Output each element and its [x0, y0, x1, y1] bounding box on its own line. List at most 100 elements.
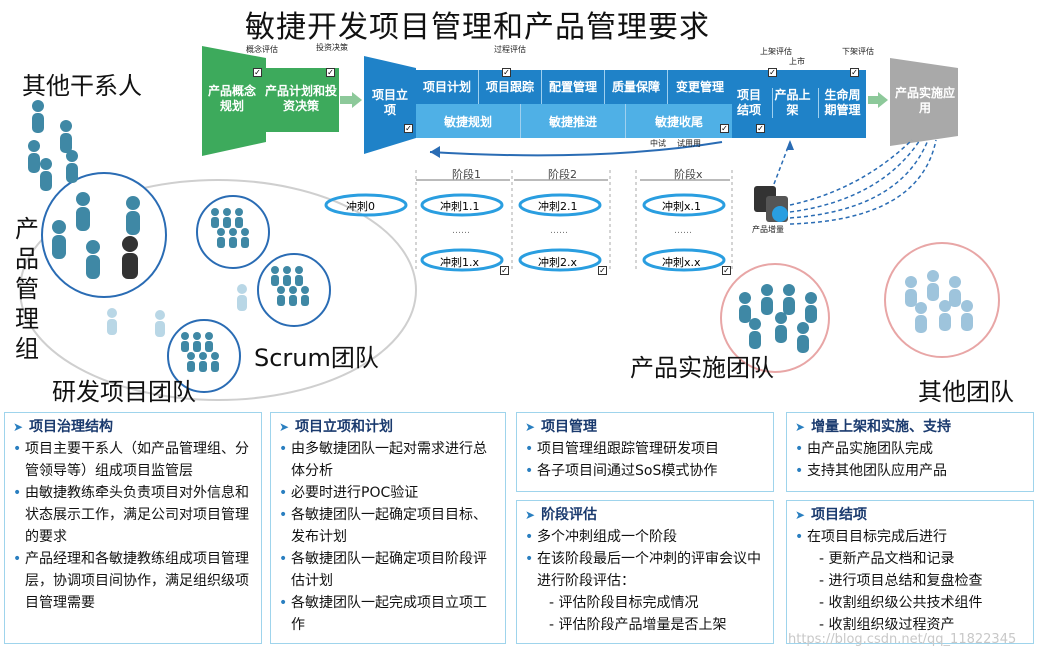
list-item: 在项目目标完成后进行 — [795, 526, 1027, 548]
stage-1-label: 阶段1 — [452, 168, 481, 181]
sprint-1-x: 冲刺1.x — [440, 256, 480, 269]
marker-pilot: 试用用 — [677, 139, 701, 148]
panel-title: 项目立项和计划 — [295, 419, 394, 435]
chevron-right-icon: ➤ — [525, 420, 536, 434]
ellipsis: …… — [674, 226, 692, 236]
panel-initiation: ➤项目立项和计划 由多敏捷团队一起对需求进行总体分析 必要时进行POC验证 各敏… — [270, 412, 506, 644]
sprint-1-1: 冲刺1.1 — [440, 200, 480, 213]
list-item: 项目管理组跟踪管理研发项目 — [525, 438, 767, 460]
marker-concept-eval: 概念评估 — [246, 45, 278, 54]
panel-management: ➤ 项目管理 项目管理组跟踪管理研发项目 各子项目间通过SoS模式协作 — [516, 412, 774, 492]
checkbox-icon: ✓ — [502, 68, 511, 77]
chevron-right-icon: ➤ — [279, 420, 290, 434]
checkbox-icon: ✓ — [720, 124, 729, 133]
checkbox-icon: ✓ — [768, 68, 777, 77]
launch-label: 产品上架 — [772, 88, 812, 118]
panel-title: 项目结项 — [811, 507, 868, 523]
checkbox-icon: ✓ — [722, 266, 731, 275]
checkbox-icon: ✓ — [326, 68, 335, 77]
closing-label: 项目结项 — [736, 88, 761, 117]
lifecycle-label: 生命周期管理 — [818, 88, 866, 118]
product-mgmt-group-label: 产 品 管 理 组 — [15, 215, 39, 363]
concept-shape — [202, 46, 266, 156]
sub-item: - 收割组织级公共技术组件 — [819, 595, 983, 611]
scrum-team-label: Scrum团队 — [254, 344, 379, 372]
sub-item: - 评估阶段产品增量是否上架 — [549, 617, 727, 633]
agile-wrapup: 敏捷收尾 — [626, 104, 732, 138]
concept-label: 产品概念规划 — [207, 84, 256, 113]
application-shape — [890, 58, 958, 146]
page-title: 敏捷开发项目管理和产品管理要求 — [245, 10, 710, 45]
panel-governance: ➤ 项目治理结构 项目主要干系人（如产品管理组、分管领导等）组成项目监管层 由敏捷… — [4, 412, 262, 644]
sub-item: - 更新产品文档和记录 — [819, 551, 955, 567]
checkbox-icon: ✓ — [253, 68, 262, 77]
panel-title: 项目管理 — [541, 419, 598, 435]
list-item: 各子项目间通过SoS模式协作 — [525, 460, 767, 482]
diagram-graphics — [19, 46, 1000, 401]
checkbox-icon: ✓ — [598, 266, 607, 275]
other-teams-label: 其他团队 — [918, 378, 1014, 406]
ellipsis: …… — [550, 226, 568, 236]
sub-item: - 收割组织级过程资产 — [819, 617, 955, 633]
other-teams-circle — [884, 242, 1000, 358]
agile-plan: 敏捷规划 — [416, 104, 521, 138]
panel-stage-eval: ➤ 阶段评估 多个冲刺组成一个阶段 在该阶段最后一个冲刺的评审会议中进行阶段评估：… — [516, 500, 774, 644]
marker-launch-eval: 上架评估 — [760, 47, 792, 56]
list-item: 产品经理和各敏捷教练组成项目管理层，协调项目间协作，满足组织级项目管理需要 — [13, 548, 255, 614]
cell-quality: 质量保障 — [605, 70, 668, 104]
kickoff-shape — [364, 56, 416, 154]
panel-closure: ➤ 项目结项 在项目目标完成后进行 - 更新产品文档和记录 - 进行项目总结和复盘… — [786, 500, 1034, 644]
sprint-x-x: 冲刺x.x — [662, 256, 701, 269]
cell-change: 变更管理 — [668, 70, 732, 104]
stage-x-label: 阶段x — [674, 168, 703, 181]
panel-increment: ➤ 增量上架和实施、支持 由产品实施团队完成 支持其他团队应用产品 — [786, 412, 1034, 492]
list-item: 各敏捷团队一起确定项目目标、发布计划 — [279, 504, 499, 548]
chevron-right-icon: ➤ — [795, 508, 806, 522]
impl-team-label: 产品实施团队 — [630, 354, 774, 382]
ellipsis: …… — [452, 226, 470, 236]
list-item: 各敏捷团队一起完成项目立项工作 — [279, 592, 499, 636]
watermark: https://blog.csdn.net/qq_11822345 — [788, 632, 1017, 647]
product-increment-label: 产品增量 — [752, 225, 784, 234]
sprint-2-x: 冲刺2.x — [538, 256, 578, 269]
pm-cells-row: 项目计划 项目跟踪 配置管理 质量保障 变更管理 — [416, 70, 732, 104]
checkbox-icon: ✓ — [404, 124, 413, 133]
agile-progress: 敏捷推进 — [521, 104, 626, 138]
sub-item: - 进行项目总结和复盘检查 — [819, 573, 983, 589]
people-icons — [28, 100, 140, 279]
marker-trial: 中试 — [650, 139, 666, 148]
kickoff-label: 项目立项 — [371, 88, 408, 117]
list-item: 在该阶段最后一个冲刺的评审会议中进行阶段评估： — [525, 548, 767, 592]
product-mgmt-circle — [41, 172, 167, 298]
panel-title: 增量上架和实施、支持 — [811, 419, 952, 435]
list-item: 由多敏捷团队一起对需求进行总体分析 — [279, 438, 499, 482]
sprint-x-1: 冲刺x.1 — [662, 200, 702, 213]
panel-title: 阶段评估 — [541, 507, 598, 523]
list-item: 由产品实施团队完成 — [795, 438, 1027, 460]
list-item: 由敏捷教练牵头负责项目对外信息和状态展示工作，满足公司对项目管理的要求 — [13, 482, 255, 548]
other-stakeholders-label: 其他干系人 — [22, 72, 142, 100]
list-item: 支持其他团队应用产品 — [795, 460, 1027, 482]
list-item: 各敏捷团队一起确定项目阶段评估计划 — [279, 548, 499, 592]
application-label: 产品实施应用 — [894, 86, 955, 115]
checkbox-icon: ✓ — [850, 68, 859, 77]
list-item: 多个冲刺组成一个阶段 — [525, 526, 767, 548]
stage-2-label: 阶段2 — [548, 168, 577, 181]
chevron-right-icon: ➤ — [525, 508, 536, 522]
plan-decision-label: 产品计划和投资决策 — [265, 84, 338, 113]
checkbox-icon: ✓ — [756, 124, 765, 133]
chevron-right-icon: ➤ — [795, 420, 806, 434]
chevron-right-icon: ➤ — [13, 420, 24, 434]
panel-title: 项目治理结构 — [29, 419, 114, 435]
marker-invest-decision: 投资决策 — [316, 43, 348, 52]
sprint-2-1: 冲刺2.1 — [538, 200, 578, 213]
cell-plan: 项目计划 — [416, 70, 479, 104]
agile-row: 敏捷规划 敏捷推进 敏捷收尾 — [416, 104, 732, 138]
plan-shape — [263, 68, 339, 132]
cell-config: 配置管理 — [542, 70, 605, 104]
sub-item: - 评估阶段目标完成情况 — [549, 595, 699, 611]
marker-market: 上市 — [789, 57, 805, 66]
list-item: 项目主要干系人（如产品管理组、分管领导等）组成项目监管层 — [13, 438, 255, 482]
marker-process-eval: 过程评估 — [494, 45, 526, 54]
checkbox-icon: ✓ — [500, 266, 509, 275]
